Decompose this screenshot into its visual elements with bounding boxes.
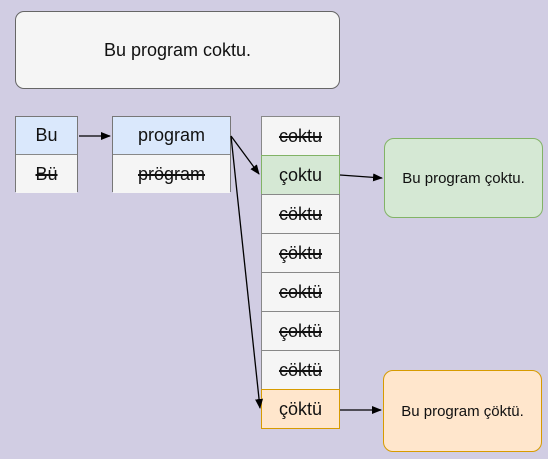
arrow-word2-to-coktu-umlaut (230, 135, 264, 409)
word3-candidate-rejected: coktü (261, 272, 340, 312)
arrow-word2-to-coktu (230, 135, 260, 175)
word3-candidate-rejected: çoktü (261, 311, 340, 351)
word1-candidates: Bu Bü (15, 116, 78, 193)
word3-candidate-rejected: cöktu (261, 194, 340, 234)
word2-candidate: program (113, 117, 230, 155)
output-sentence-green: Bu program çoktu. (384, 138, 543, 218)
word2-candidate-rejected: prögram (113, 155, 230, 193)
word3-candidates: coktu çoktu cöktu çöktu coktü çoktü cökt… (261, 116, 340, 431)
word3-candidate-rejected: coktu (261, 116, 340, 156)
word3-candidate-rejected: çöktu (261, 233, 340, 273)
output-sentence-orange: Bu program çöktü. (383, 370, 542, 452)
input-sentence-text: Bu program coktu. (103, 39, 252, 60)
arrow-to-output-green (339, 173, 383, 182)
word1-candidate: Bu (16, 117, 77, 155)
input-sentence-box: Bu program coktu. (15, 11, 340, 89)
word2-candidates: program prögram (112, 116, 231, 193)
word1-candidate-rejected: Bü (16, 155, 77, 193)
word3-candidate-valid-orange: çöktü (261, 389, 340, 429)
word3-candidate-rejected: cöktü (261, 350, 340, 390)
